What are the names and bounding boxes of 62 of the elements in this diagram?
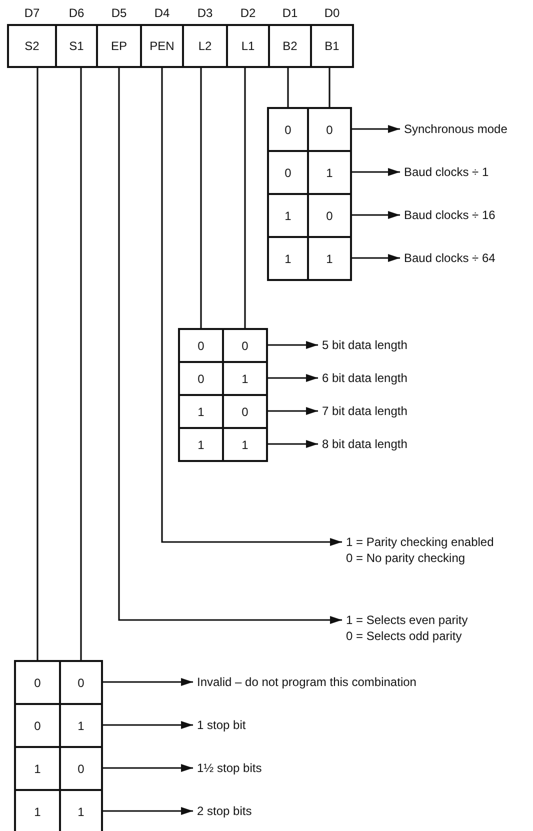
- truth-table-cell: 0: [178, 328, 224, 363]
- connector-line: [36, 68, 38, 660]
- bit-label: D3: [196, 6, 214, 20]
- bit-label: D2: [239, 6, 257, 20]
- bit-label: D1: [281, 6, 299, 20]
- connector-line: [200, 68, 202, 328]
- connector-line: [244, 68, 246, 328]
- description-text: Invalid – do not program this combination: [197, 674, 416, 690]
- register-bit-cell: PEN: [140, 24, 184, 68]
- connector-line: [287, 68, 289, 107]
- bit-label: D7: [23, 6, 41, 20]
- connector-line: [80, 68, 82, 660]
- arrow: [268, 440, 318, 448]
- truth-table-cell: 0: [267, 107, 309, 152]
- arrow: [161, 68, 342, 546]
- arrow: [352, 168, 400, 176]
- description-text: 1 stop bit: [197, 716, 246, 732]
- truth-table-cell: 0: [222, 328, 268, 363]
- bit-label: D4: [153, 6, 171, 20]
- truth-table-cell: 1: [178, 427, 224, 462]
- description-text: Baud clocks ÷ 64: [404, 250, 496, 266]
- description-text: 2 stop bits: [197, 802, 252, 818]
- truth-table-cell: 0: [59, 660, 103, 705]
- register-bit-cell: S2: [7, 24, 57, 68]
- arrow: [103, 678, 193, 686]
- description-text: 6 bit data length: [322, 370, 408, 386]
- truth-table-cell: 0: [14, 660, 61, 705]
- description-text: 8 bit data length: [322, 436, 408, 452]
- arrow: [352, 125, 400, 133]
- description-text: Baud clocks ÷ 16: [404, 206, 496, 222]
- arrow: [352, 211, 400, 219]
- truth-table-cell: 1: [307, 236, 352, 281]
- description-text: 1½ stop bits: [197, 760, 262, 776]
- truth-table-cell: 1: [222, 427, 268, 462]
- description-text: Synchronous mode: [404, 120, 508, 136]
- description-text: 1 = Parity checking enabled: [346, 534, 494, 550]
- bit-label: D0: [323, 6, 341, 20]
- description-text: 5 bit data length: [322, 336, 408, 352]
- register-bit-cell: S1: [55, 24, 98, 68]
- description-text: 7 bit data length: [322, 402, 408, 418]
- register-bit-cell: B1: [310, 24, 354, 68]
- register-bit-cell: L2: [182, 24, 228, 68]
- arrow: [268, 374, 318, 382]
- truth-table-cell: 1: [267, 236, 309, 281]
- description-text: 0 = Selects odd parity: [346, 628, 463, 644]
- register-bit-cell: B2: [268, 24, 312, 68]
- bit-label: D6: [68, 6, 86, 20]
- truth-table-cell: 0: [307, 107, 352, 152]
- description-text: 0 = No parity checking: [346, 550, 466, 566]
- arrow: [118, 68, 342, 624]
- description-text: Baud clocks ÷ 1: [404, 164, 489, 180]
- arrow: [103, 807, 193, 815]
- description-text: 1 = Selects even parity: [346, 612, 468, 628]
- arrow: [268, 407, 318, 415]
- bit-label: D5: [110, 6, 128, 20]
- register-bit-cell: L1: [226, 24, 270, 68]
- arrow: [103, 721, 193, 729]
- arrow: [352, 254, 400, 262]
- connector-line: [328, 68, 330, 107]
- arrow: [268, 341, 318, 349]
- register-bit-cell: EP: [96, 24, 142, 68]
- arrow: [103, 764, 193, 772]
